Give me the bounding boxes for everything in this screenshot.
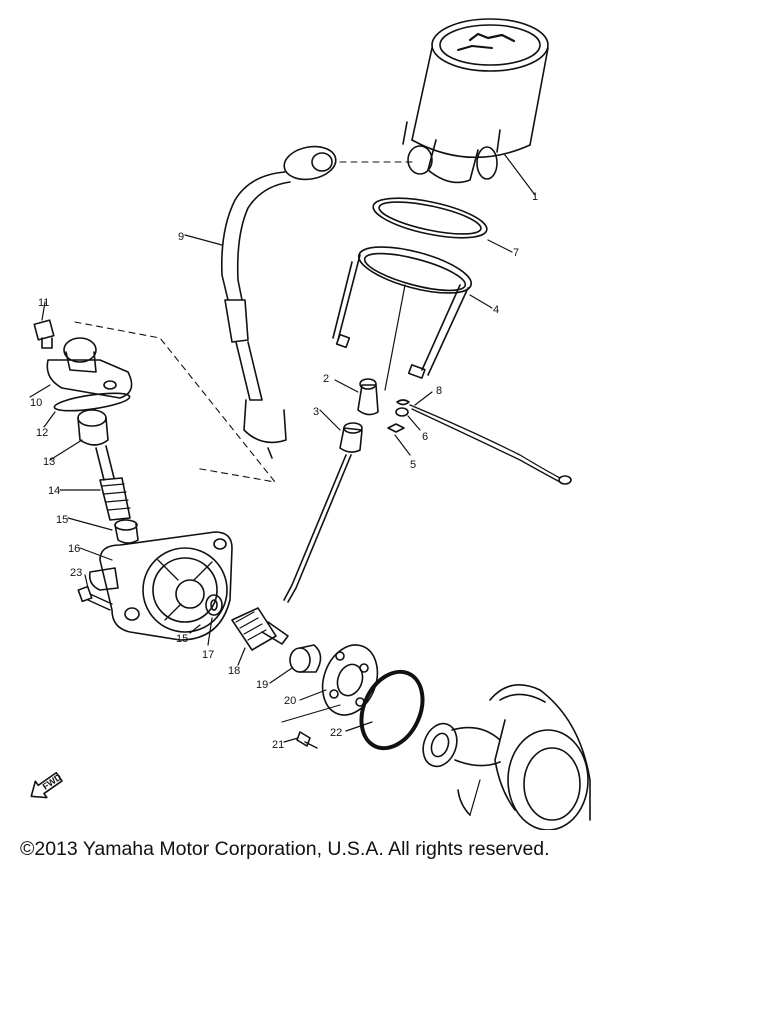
callout-part-7: 7 — [513, 247, 519, 259]
callout-part-20: 20 — [284, 695, 296, 707]
callout-part-12: 12 — [36, 427, 48, 439]
callout-part-21: 21 — [272, 739, 284, 751]
screw — [283, 731, 318, 749]
washers-lower — [189, 594, 223, 646]
speedometer-assembly — [402, 18, 549, 196]
callout-part-23: 23 — [70, 567, 82, 579]
callout-part-22: 22 — [330, 727, 342, 739]
gear-housing — [79, 531, 233, 641]
callout-part-10: 10 — [30, 397, 42, 409]
o-ring — [345, 669, 425, 751]
callout-part-14: 14 — [48, 485, 60, 497]
callout-part-5: 5 — [410, 459, 416, 471]
forward-direction-arrow: FWD — [30, 772, 64, 799]
washer-upper — [67, 517, 139, 544]
callout-part-15-upper: 15 — [56, 514, 68, 526]
callout-part-17: 17 — [202, 649, 214, 661]
meter-bracket — [332, 246, 493, 391]
callout-part-3: 3 — [313, 406, 319, 418]
callout-part-9: 9 — [178, 231, 184, 243]
wheel-hub — [422, 684, 591, 830]
callout-part-6: 6 — [422, 431, 428, 443]
fwd-label: FWD — [41, 772, 64, 792]
callout-part-11: 11 — [38, 297, 49, 309]
grommet — [334, 378, 379, 416]
callout-part-1: 1 — [532, 191, 538, 203]
bolt — [77, 574, 113, 611]
copyright-notice: ©2013 Yamaha Motor Corporation, U.S.A. A… — [20, 838, 550, 860]
exploded-parts-diagram: FWD 1 2 3 4 5 6 7 8 9 10 11 12 13 14 15 … — [29, 18, 591, 830]
drive-housing-upper — [29, 301, 133, 428]
drive-gear — [231, 607, 289, 666]
speedometer-cable — [184, 145, 337, 459]
gear-shaft — [59, 445, 131, 521]
callout-part-13: 13 — [43, 456, 55, 468]
callout-part-15-lower: 15 — [176, 633, 188, 645]
bulb-and-wire — [387, 391, 572, 485]
drive-bushing — [269, 644, 322, 684]
bushing — [49, 409, 109, 461]
callout-part-19: 19 — [256, 679, 268, 691]
callout-part-18: 18 — [228, 665, 240, 677]
callout-part-4: 4 — [493, 304, 499, 316]
callout-part-8: 8 — [436, 385, 442, 397]
lamp-socket — [283, 409, 363, 603]
meter-ring — [372, 197, 513, 253]
retainer-plate — [281, 644, 379, 723]
callout-part-16: 16 — [68, 543, 80, 555]
callout-part-2: 2 — [323, 373, 329, 385]
